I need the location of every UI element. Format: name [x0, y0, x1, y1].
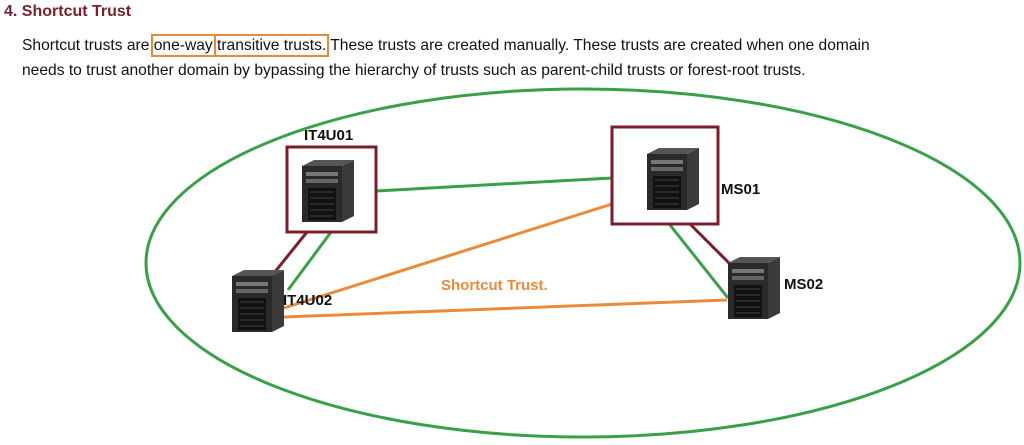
label-it4u02: IT4U02: [283, 292, 332, 309]
highlight-one-way: one-way: [150, 34, 216, 57]
trust-line-ms01-ms02-green: [668, 224, 730, 299]
trust-line-it4u01-ms01: [375, 176, 613, 193]
server-icon: [727, 256, 781, 320]
server-icon: [301, 159, 355, 223]
forest-ellipse: [144, 87, 1022, 439]
text: Shortcut trusts are: [22, 37, 154, 54]
shortcut-line-ms01-it4u02: [283, 202, 613, 310]
description-paragraph: Shortcut trusts are one-way transitive t…: [22, 33, 870, 83]
text: These trusts are created manually. These…: [326, 37, 870, 54]
paragraph-line-1: Shortcut trusts are one-way transitive t…: [22, 33, 870, 58]
highlight-transitive: transitive trusts.: [214, 34, 330, 57]
heading-title: Shortcut Trust: [21, 3, 132, 20]
section-heading: 4. Shortcut Trust: [4, 3, 131, 21]
paragraph-line-2: needs to trust another domain by bypassi…: [22, 62, 806, 79]
label-it4u01: IT4U01: [304, 127, 353, 144]
label-ms01: MS01: [721, 181, 760, 198]
heading-number: 4.: [4, 3, 18, 20]
server-icon: [646, 147, 700, 211]
label-ms02: MS02: [784, 276, 823, 293]
server-icon: [231, 269, 285, 333]
shortcut-trust-label: Shortcut Trust.: [441, 277, 548, 294]
shortcut-line-it4u02-ms02: [283, 298, 728, 319]
